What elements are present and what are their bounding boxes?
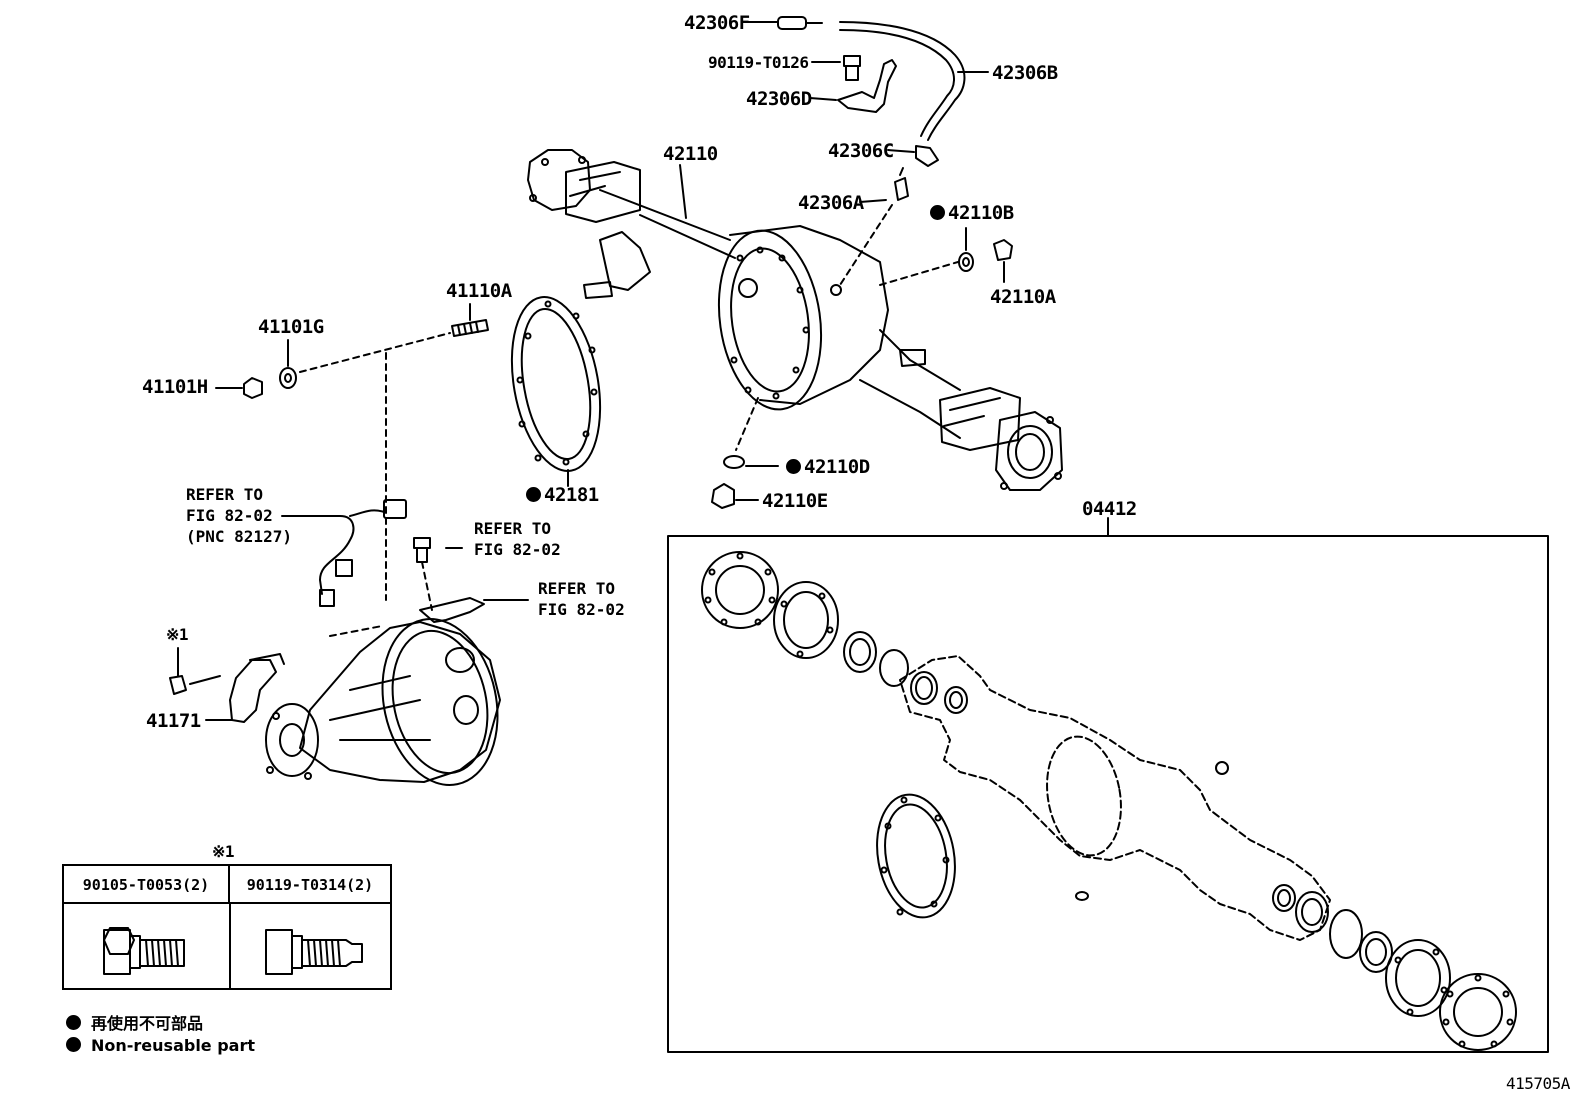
axle-housing-42110 bbox=[527, 149, 1063, 491]
label-42110D: 42110D bbox=[786, 458, 870, 477]
legend-dot-icon bbox=[66, 1015, 81, 1030]
breather-hose-group bbox=[744, 16, 989, 286]
label-42110: 42110 bbox=[663, 143, 718, 165]
label-42110B: 42110B bbox=[930, 204, 1014, 223]
ref3-line2: FIG 82-02 bbox=[538, 600, 625, 619]
label-mark-1: ※1 bbox=[166, 625, 189, 644]
fill-plug-group bbox=[879, 227, 1013, 286]
refer-to-fig-harness: REFER TO FIG 82-02 (PNC 82127) bbox=[186, 484, 292, 547]
label-42306A: 42306A bbox=[798, 192, 864, 214]
label-41171: 41171 bbox=[146, 710, 201, 732]
figure-id: 415705A bbox=[1506, 1074, 1570, 1093]
table-mark-1: ※1 bbox=[212, 842, 235, 861]
ref1-line2: FIG 82-02 bbox=[186, 506, 273, 525]
label-41101H: 41101H bbox=[142, 376, 208, 398]
label-42110E: 42110E bbox=[762, 490, 828, 512]
bolt-table: 90105-T0053(2) 90119-T0314(2) bbox=[62, 864, 392, 990]
legend-japanese: 再使用不可部品 bbox=[66, 1010, 203, 1034]
label-90119-T0126: 90119-T0126 bbox=[708, 53, 809, 72]
drain-plug-group bbox=[711, 397, 779, 509]
legend-dot-icon bbox=[66, 1037, 81, 1052]
label-42306F: 42306F bbox=[684, 12, 750, 34]
label-42181: 42181 bbox=[526, 486, 599, 505]
label-42110D-text: 42110D bbox=[804, 456, 870, 478]
stud-nut-washer-group bbox=[215, 303, 489, 601]
non-reusable-dot bbox=[786, 459, 801, 474]
ref2-line1: REFER TO bbox=[474, 519, 552, 538]
label-42110B-text: 42110B bbox=[948, 202, 1014, 224]
bracket-41171-group bbox=[169, 647, 285, 723]
ref1-line3: (PNC 82127) bbox=[186, 527, 292, 546]
refer-to-fig-bolt: REFER TO FIG 82-02 bbox=[474, 518, 561, 560]
legend-jp-text: 再使用不可部品 bbox=[91, 1014, 204, 1033]
label-42110A: 42110A bbox=[990, 286, 1056, 308]
ref3-line1: REFER TO bbox=[538, 579, 616, 598]
ref2-line2: FIG 82-02 bbox=[474, 540, 561, 559]
label-42306D: 42306D bbox=[746, 88, 812, 110]
gasket-kit-parts bbox=[701, 551, 1517, 1051]
bolt-table-col2-header: 90119-T0314(2) bbox=[230, 866, 390, 904]
ref1-line1: REFER TO bbox=[186, 485, 264, 504]
differential-carrier bbox=[265, 618, 501, 786]
bolt-table-divider bbox=[229, 902, 231, 988]
gasket-kit-04412-box bbox=[667, 535, 1549, 1053]
non-reusable-dot bbox=[930, 205, 945, 220]
legend-english: Non-reusable part bbox=[66, 1036, 255, 1055]
label-42306B: 42306B bbox=[992, 62, 1058, 84]
non-reusable-dot bbox=[526, 487, 541, 502]
label-41101G: 41101G bbox=[258, 316, 324, 338]
label-41110A: 41110A bbox=[446, 280, 512, 302]
carrier-gasket-42181 bbox=[510, 296, 602, 487]
label-42181-text: 42181 bbox=[544, 484, 599, 506]
sensor-harness-group bbox=[281, 499, 529, 623]
label-04412: 04412 bbox=[1082, 498, 1137, 520]
legend-en-text: Non-reusable part bbox=[91, 1036, 256, 1055]
label-42306C: 42306C bbox=[828, 140, 894, 162]
bolt-illustrations bbox=[103, 927, 363, 975]
refer-to-fig-bracket: REFER TO FIG 82-02 bbox=[538, 578, 625, 620]
bolt-table-col1-header: 90105-T0053(2) bbox=[64, 866, 230, 904]
